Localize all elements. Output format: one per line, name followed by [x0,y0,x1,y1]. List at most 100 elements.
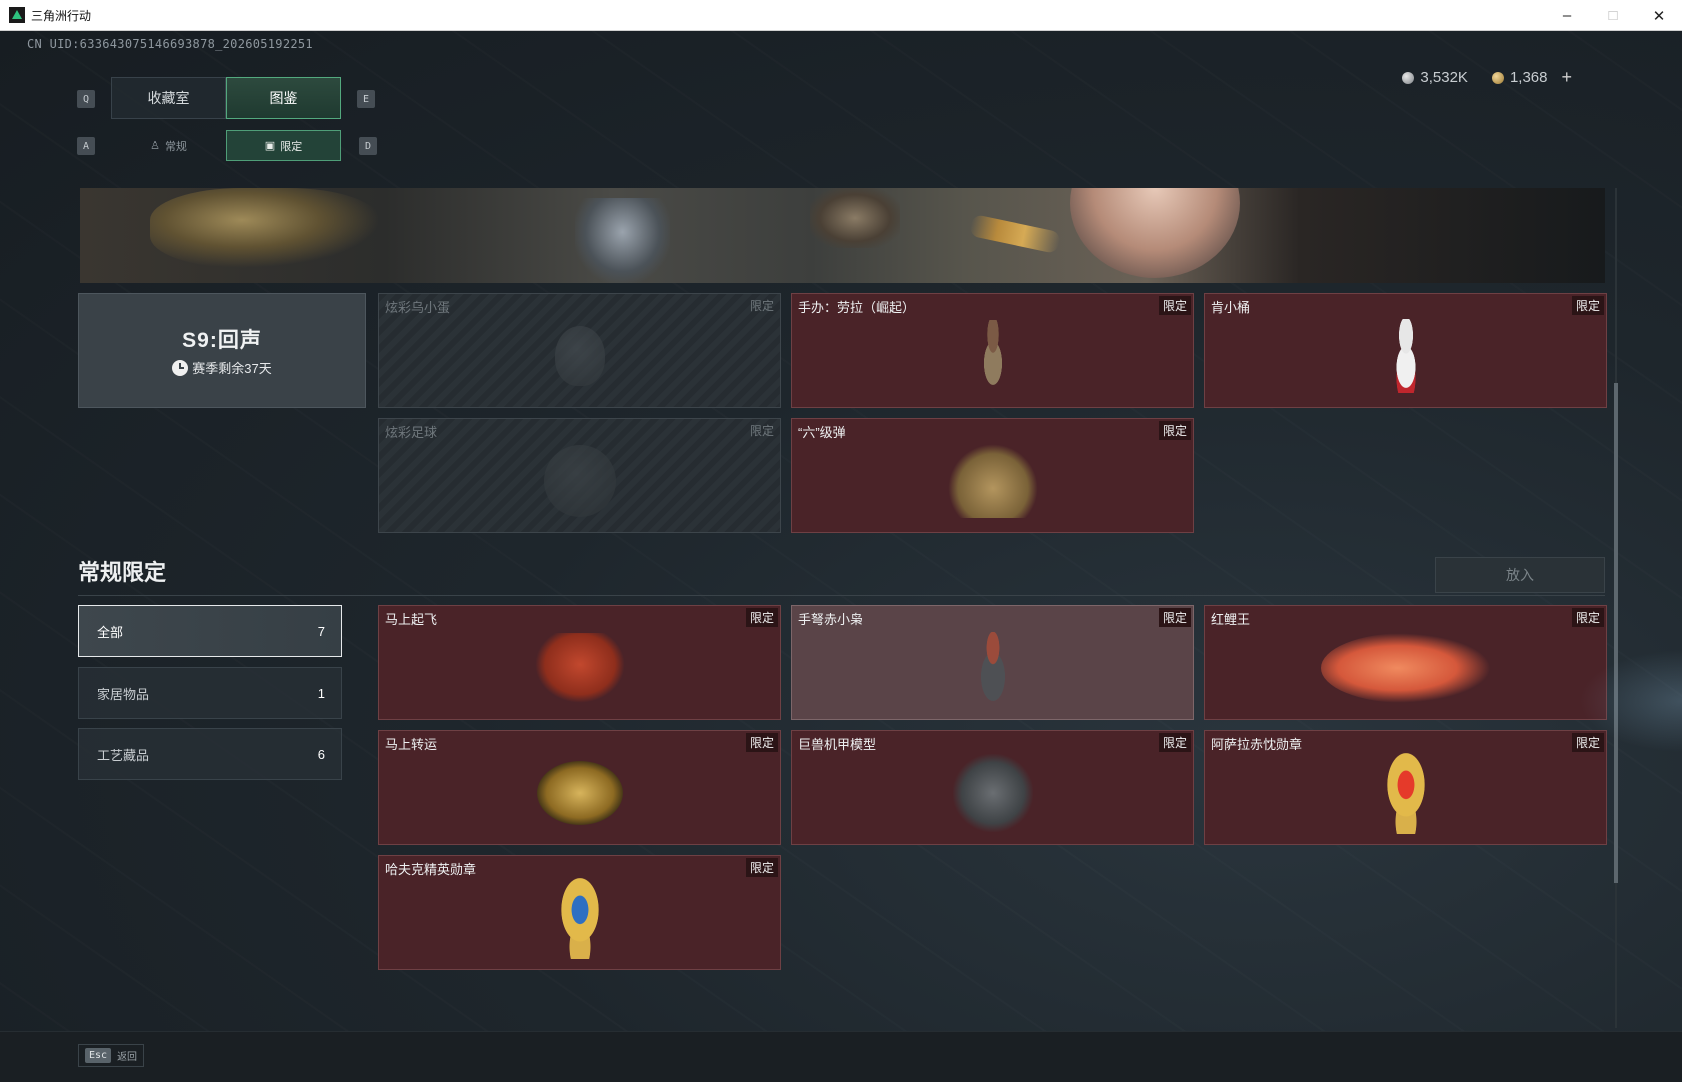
blue-medal-image [550,877,609,960]
limited-tag: 限定 [745,858,778,877]
esc-key-hint: Esc [85,1048,112,1063]
limited-tag: 限定 [749,299,774,313]
season-remaining-text: 赛季剩余37天 [192,361,272,376]
category-home-items[interactable]: 家居物品 1 [78,667,342,719]
item-name: 炫彩乌小蛋 [385,300,451,315]
currency-bar: 3,532K 1,368 + [1402,67,1572,88]
category-crafts[interactable]: 工艺藏品 6 [78,728,342,780]
category-count: 1 [317,685,325,701]
item-name: 手弩赤小枭 [798,612,864,627]
light-flare [1562,641,1682,761]
limited-tag: 限定 [1571,296,1604,315]
item-name: 红鲤王 [1211,612,1251,627]
back-button[interactable]: Esc 返回 [78,1044,145,1067]
tab-regular-label: 常规 [164,140,187,153]
window-title: 三角洲行动 [31,8,92,23]
category-all[interactable]: 全部 7 [78,605,342,657]
item-card[interactable]: 手弩赤小枭 限定 [791,605,1194,720]
item-name: 手办：劳拉（崛起） [798,300,916,315]
tab-collection-room[interactable]: 收藏室 [111,77,226,119]
limited-tag: 限定 [1571,733,1604,752]
tab-limited-label: 限定 [280,140,303,153]
category-label: 工艺藏品 [97,747,150,763]
limited-tag: 限定 [1571,608,1604,627]
limited-tag: 限定 [745,608,778,627]
key-hint-e: E [357,90,375,108]
limited-tag: 限定 [745,733,778,752]
banner-sphere [1070,188,1240,278]
limited-tag: 限定 [1158,421,1191,440]
item-card[interactable]: 红鲤王 限定 [1204,605,1607,720]
tab-regular[interactable]: ♙ 常规 [111,130,226,161]
add-currency-button[interactable]: + [1561,67,1572,87]
clock-icon [172,359,189,376]
item-card[interactable]: “六”级弹 限定 [791,418,1194,533]
lara-figure-image [974,320,1011,393]
category-label: 全部 [97,624,124,640]
back-label: 返回 [117,1052,138,1063]
item-card[interactable]: 手办：劳拉（崛起） 限定 [791,293,1194,408]
section-title: 常规限定 [78,560,167,585]
item-card[interactable]: 炫彩乌小蛋 限定 [378,293,781,408]
item-card[interactable]: 哈夫克精英勋章 限定 [378,855,781,970]
item-name: 阿萨拉赤忱勋章 [1211,737,1303,752]
season-name: S9:回声 [182,329,262,352]
bucket-figure-image [1383,319,1428,394]
put-in-button[interactable]: 放入 [1435,557,1605,593]
banner-dragon-ornament [150,188,380,268]
item-card[interactable]: 巨兽机甲模型 限定 [791,730,1194,845]
item-name: 巨兽机甲模型 [798,737,877,752]
item-name: 肯小桶 [1211,300,1251,315]
limited-tag: 限定 [1158,296,1191,315]
banner-boots [575,198,670,283]
key-hint-a: A [77,137,95,155]
gold-currency: 1,368 + [1491,67,1572,88]
banner-shoes [810,188,900,248]
category-count: 7 [317,623,325,639]
item-name: 哈夫克精英勋章 [385,862,477,877]
item-name: 炫彩足球 [385,425,438,440]
figure-icon: ♙ [150,140,160,152]
image-icon: ▣ [264,140,276,152]
red-medal-image [1376,752,1435,835]
category-label: 家居物品 [97,686,150,702]
bullet-hand-image [947,444,1038,519]
golden-disk-image [536,761,623,826]
mech-model-image [952,754,1033,833]
item-card[interactable]: 阿萨拉赤忱勋章 限定 [1204,730,1607,845]
season-card: S9:回声 赛季剩余37天 [78,293,366,408]
main-tabs: 收藏室 图鉴 [111,77,341,119]
key-hint-q: Q [77,90,95,108]
silver-coin-icon [1402,71,1415,84]
egg-image [554,326,605,387]
item-name: 马上起飞 [385,612,438,627]
bottom-bar: Esc 返回 [0,1031,1682,1082]
scrollbar-thumb[interactable] [1614,383,1618,883]
close-button[interactable]: ✕ [1652,7,1666,25]
horse-image [534,633,625,704]
item-card[interactable]: 马上起飞 限定 [378,605,781,720]
minimize-button[interactable]: – [1562,7,1572,24]
silver-amount: 3,532K [1420,69,1468,86]
key-hint-d: D [359,137,377,155]
banner-bullets [968,213,1062,255]
tab-limited[interactable]: ▣ 限定 [226,130,341,161]
tab-catalog[interactable]: 图鉴 [226,77,341,119]
limited-tag: 限定 [749,424,774,438]
section-divider [78,595,1605,596]
category-count: 6 [317,746,325,762]
season-banner-image [80,188,1605,283]
koi-fish-image [1320,633,1491,704]
item-card[interactable]: 肯小桶 限定 [1204,293,1607,408]
item-name: 马上转运 [385,737,438,752]
uid-label: CN UID:6336430751466938​78_202605192251 [27,37,313,51]
maximize-button[interactable]: □ [1608,7,1618,24]
gold-coin-icon [1491,71,1504,84]
window-controls: – □ ✕ [1544,0,1682,31]
item-card[interactable]: 马上转运 限定 [378,730,781,845]
limited-tag: 限定 [1158,608,1191,627]
sub-tabs: ♙ 常规 ▣ 限定 [111,130,341,161]
game-screen: CN UID:6336430751466938​78_202605192251 … [0,31,1682,1082]
window-titlebar: 三角洲行动 – □ ✕ [0,0,1682,31]
item-card[interactable]: 炫彩足球 限定 [378,418,781,533]
